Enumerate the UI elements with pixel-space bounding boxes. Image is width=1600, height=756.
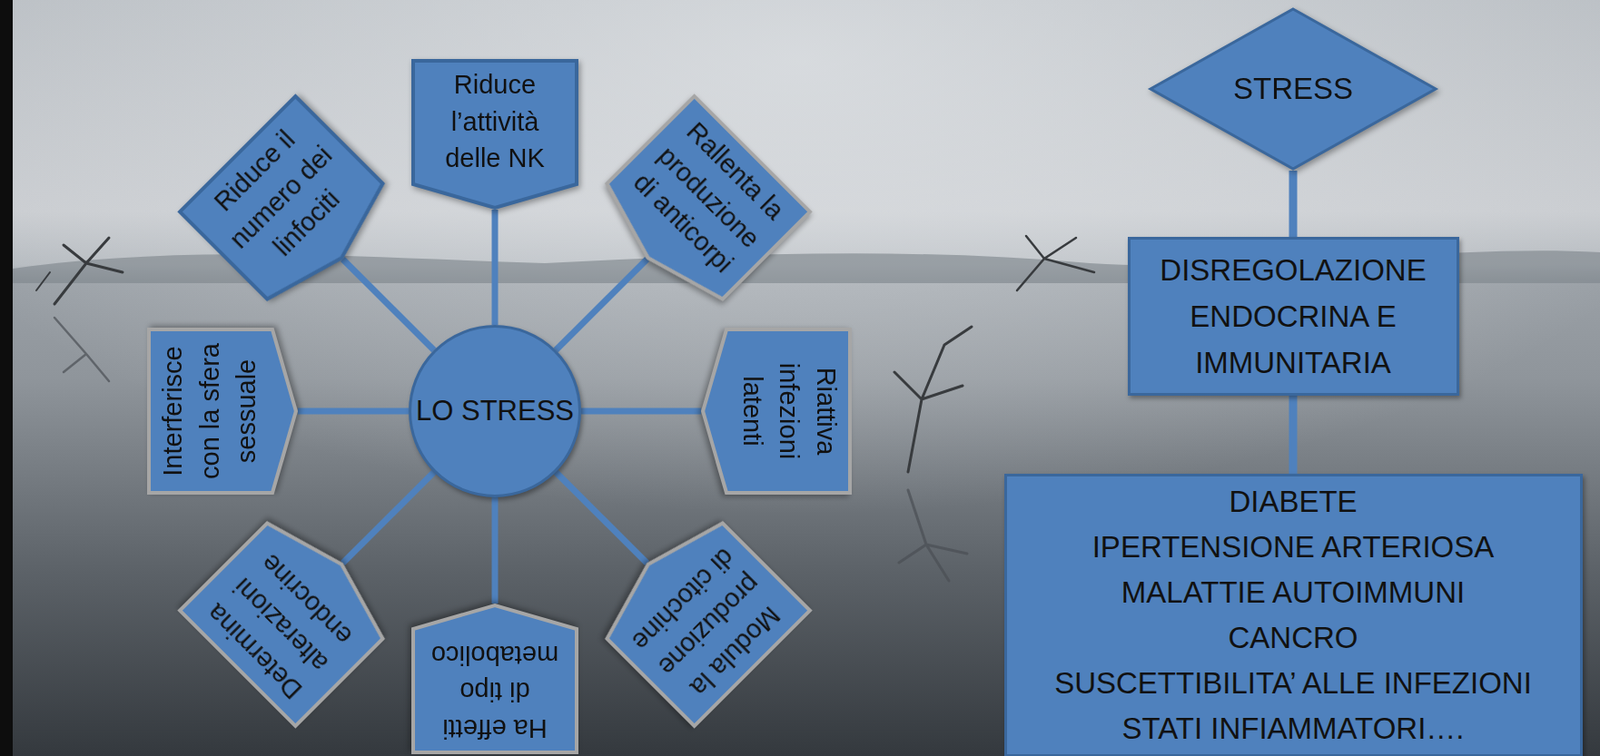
effect-pentagon: Ha effetti di tipo metabolico [411,603,579,755]
box-label: MALATTIE AUTOIMMUNI [1016,570,1571,616]
text-area: Rallenta la produzione di anticorpi [605,93,813,301]
effect-pentagon: Interferisce con la sfera sessuale [147,327,298,495]
spoke-line [492,497,499,604]
process-box: DISREGOLAZIONE ENDOCRINA E IMMUNITARIA [1127,237,1460,396]
pentagon-fill [702,329,850,494]
branch-reflections [54,317,968,582]
pentagon-fill [179,96,400,317]
text-area: Interferisce con la sfera sessuale [147,327,273,495]
text-area: Determina alterazioni endocrine [177,522,385,730]
pentagon-fill [179,506,400,727]
spoke-line [581,408,702,415]
effect-label: Riattiva infezioni latenti [733,338,845,484]
connector-line [1289,395,1298,475]
box-label: IPERTENSIONE ARTERIOSA [1016,524,1571,571]
effect-label: Interferisce con la sfera sessuale [154,338,266,484]
box-label: CANCRO [1016,615,1571,662]
text-area: STRESS [1148,7,1438,171]
pentagon-fill [148,329,297,494]
effect-pentagon: Determina alterazioni endocrine [177,504,402,730]
effect-label: Riduce l’attività delle NK [422,66,568,178]
process-box: DIABETEIPERTENSIONE ARTERIOSAMALATTIE AU… [1004,474,1583,756]
spoke-line [492,209,499,326]
box-label: STATI INFIAMMATORI…. [1016,706,1571,752]
center-circle: LO STRESS [408,325,582,498]
decision-diamond: STRESS [1148,7,1438,171]
diamond-fill [1150,9,1436,169]
box-label: SUSCETTIBILITA’ ALLE INFEZIONI [1016,661,1571,707]
effect-pentagon: Riduce il numero dei linfociti [177,93,402,318]
spoke-line [297,408,409,415]
text-area: Riduce l’attività delle NK [411,59,579,185]
effect-label: Modula la produzione di citochine [619,535,800,717]
left-dark-strip [0,0,13,756]
effect-pentagon: Riattiva infezioni latenti [701,327,852,495]
pentagon-fill [413,60,577,208]
box-label: DISREGOLAZIONE ENDOCRINA E IMMUNITARIA [1139,246,1448,386]
effect-pentagon: Riduce l’attività delle NK [411,59,579,210]
spoke-line [342,258,434,350]
text-area: Ha effetti di tipo metabolico [411,629,579,755]
spoke-line [342,472,434,563]
pentagon-fill [590,96,810,317]
text-area: Riattiva infezioni latenti [726,327,852,495]
text-area: Modula la produzione di citochine [605,522,813,730]
effect-pentagon: Rallenta la produzione di anticorpi [588,93,813,318]
pentagon-fill [413,605,577,753]
spoke-line [555,258,647,350]
text-area: Riduce il numero dei linfociti [177,93,385,301]
diamond-label: STRESS [1233,70,1354,108]
pentagon-fill [590,506,810,727]
effect-label: Rallenta la produzione di anticorpi [619,106,800,287]
center-label: LO STRESS [415,394,574,428]
spoke-line [555,472,647,563]
effect-label: Riduce il numero dei linfociti [189,106,371,287]
connector-line [1289,170,1298,238]
box-label: DIABETE [1016,479,1571,525]
effect-pentagon: Modula la produzione di citochine [588,504,813,730]
effect-label: Determina alterazioni endocrine [189,535,371,717]
effect-label: Ha effetti di tipo metabolico [430,636,561,748]
